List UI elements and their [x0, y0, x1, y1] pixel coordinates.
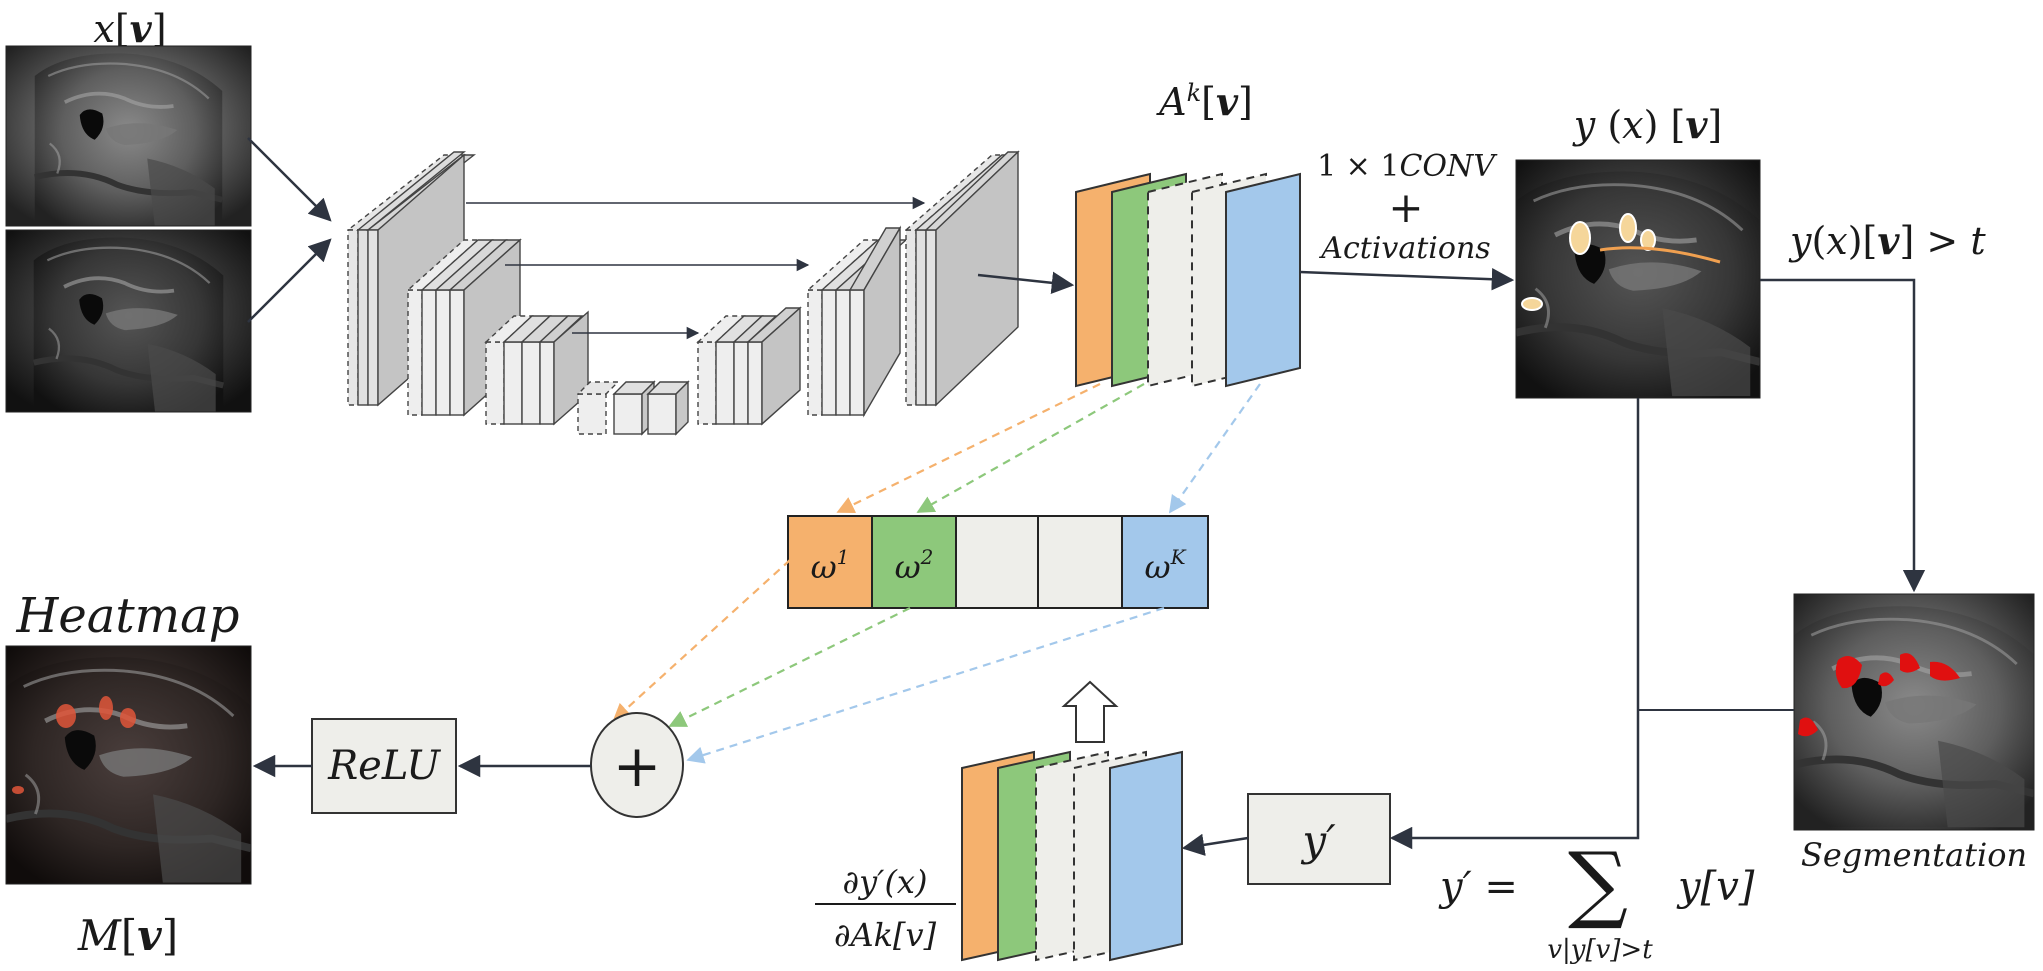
input-arrow-bottom	[247, 238, 332, 323]
gradient-denominator: ∂Ak[v]	[834, 916, 937, 954]
yprime-box	[1247, 793, 1391, 885]
segmentation-label: Segmentation	[1801, 836, 2027, 874]
weight-2-label: ω2	[895, 545, 934, 586]
conv-label-line3: Activations	[1318, 231, 1490, 266]
weight-1-label: ω1	[811, 545, 850, 586]
feature-map-blue	[1225, 172, 1301, 388]
yprime-equation-lhs: y′ =	[1438, 864, 1518, 910]
output-to-yprime-arrow	[1389, 398, 1640, 850]
weight-k-label: ωK	[1144, 545, 1186, 586]
weight-cell-2	[871, 515, 957, 609]
yprime-to-gradients-arrow	[1181, 833, 1249, 856]
yprime-equation-sub: v|y[v]>t	[1547, 935, 1653, 965]
conv-label-line2: +	[1388, 183, 1423, 232]
heatmap-title: Heatmap	[15, 588, 239, 644]
threshold-arrow	[1760, 278, 1926, 593]
yprime-equation-term: y[v]	[1676, 864, 1755, 910]
weight-cell-k	[1121, 515, 1209, 609]
heatmap-image	[5, 645, 252, 885]
green-to-weight-arrow	[916, 383, 1145, 513]
input-mri-image-top	[5, 45, 252, 227]
decoder-block-1	[904, 150, 1020, 407]
weights-vector	[787, 515, 1209, 609]
gradient-numerator: ∂y′(x)	[843, 863, 928, 901]
gradient-maps	[961, 750, 1183, 962]
threshold-label: y(x)[v] > t	[1788, 218, 1986, 263]
input-mri-image-bottom	[5, 229, 252, 413]
sum-node-label: +	[613, 732, 662, 800]
feature-maps	[1075, 172, 1301, 388]
network-to-features-arrow	[977, 271, 1075, 295]
segmentation-image	[1793, 593, 2035, 831]
weight-2-to-sum-arrow	[668, 607, 911, 727]
yprime-box-label: y′	[1300, 816, 1336, 865]
weight-cell-empty-2	[1037, 515, 1123, 609]
orange-to-weight-arrow	[836, 383, 1101, 513]
output-label: y (x) [v]	[1572, 102, 1722, 147]
conv-label-line1: 1 × 1CONV	[1317, 149, 1498, 184]
weight-cell-empty-1	[955, 515, 1039, 609]
pooling-up-arrow	[1061, 680, 1119, 743]
relu-label: ReLU	[327, 743, 441, 789]
input-arrow-top	[247, 137, 332, 222]
output-prediction-image	[1515, 159, 1761, 399]
unet-network	[345, 150, 1020, 436]
encoder-block-3	[484, 310, 589, 426]
features-label: Ak[v]	[1156, 79, 1253, 124]
features-to-output-arrow	[1299, 267, 1515, 291]
decoder-block-2	[806, 225, 908, 418]
input-label: x[v]	[93, 6, 166, 51]
weight-1-to-sum-arrow	[612, 559, 791, 722]
encoder-block-2	[406, 238, 522, 417]
encoder-block-1	[345, 151, 477, 407]
gradient-map-blue	[1109, 750, 1183, 962]
bottleneck-block	[576, 380, 690, 436]
heatmap-label: M[v]	[77, 911, 178, 960]
yprime-equation-sum: ∑	[1568, 834, 1628, 932]
blue-to-weight-arrow	[1168, 383, 1261, 514]
decoder-block-3	[696, 306, 802, 426]
